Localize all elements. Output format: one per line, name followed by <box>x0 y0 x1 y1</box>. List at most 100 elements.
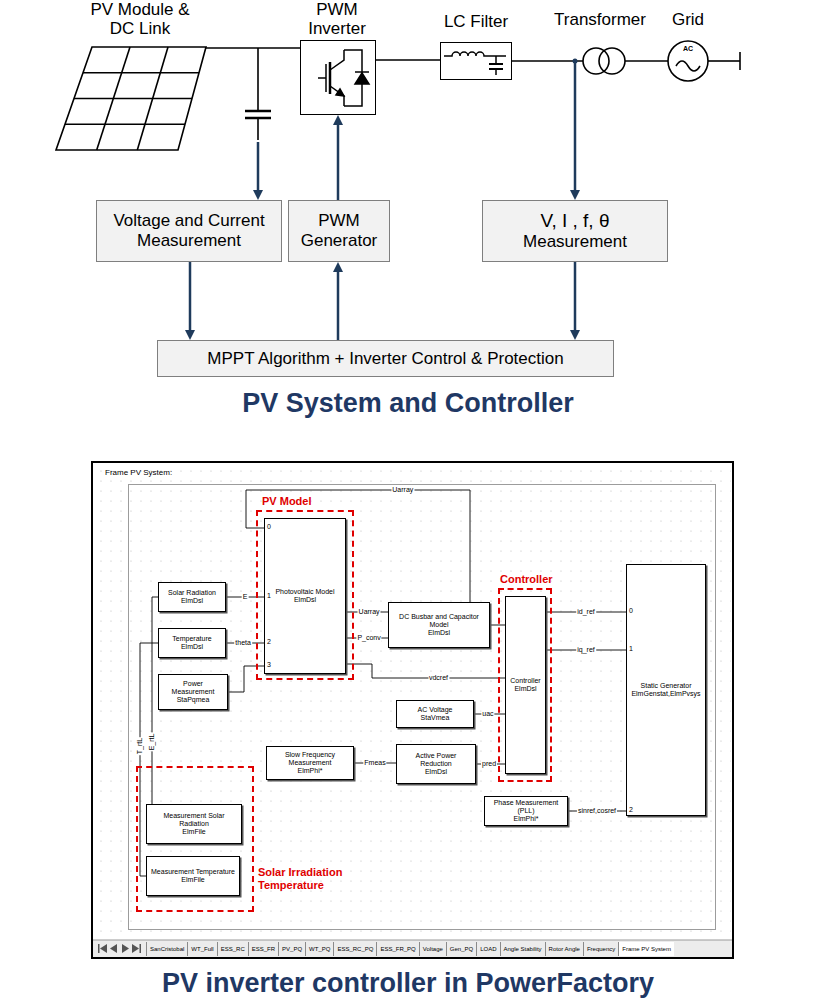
box-sublabel: ElmDsl <box>425 768 447 776</box>
sheet-tab: PV_PQ <box>278 942 305 956</box>
port-number-text: 1 <box>267 592 271 600</box>
software-screenshot <box>92 462 733 958</box>
signal-name: theta <box>234 639 252 647</box>
signal-label: iq_ref <box>576 646 596 654</box>
figure-caption-text: PV inverter controller in PowerFactory <box>0 966 816 1000</box>
box-label: PWM Generator <box>297 211 381 251</box>
group-outline: Solar Irradiation TemperatureMeasurement… <box>136 766 254 912</box>
igbt-symbol <box>330 86 344 106</box>
signal-name: vdcref <box>428 674 449 682</box>
box-label: MPPT Algorithm + Inverter Control & Prot… <box>207 349 563 369</box>
component-label-text: Transformer <box>550 10 650 30</box>
box-sublabel: ElmPhi* <box>298 767 323 775</box>
sheet-tab: Rotor Angle <box>545 942 583 956</box>
signal-label: T_rtL <box>136 736 144 754</box>
pv-panel <box>56 47 206 150</box>
measurement-box: Voltage and Current Measurement <box>96 200 282 262</box>
signal-line <box>346 664 505 678</box>
box-label: Static Generator <box>641 682 692 690</box>
signal-label: E <box>242 593 249 601</box>
signal-name: P_conv <box>356 634 381 642</box>
filter-box: LC Filter <box>440 42 512 80</box>
box-sublabel: ElmPhi* <box>514 815 539 823</box>
model-block: ControllerElmDsl <box>505 596 546 774</box>
box-sublabel: ElmDsl <box>181 597 203 605</box>
signal-name: E <box>242 593 249 601</box>
component-label: Grid <box>663 10 713 30</box>
component-label-text: PWM Inverter <box>297 0 377 38</box>
dc-link-wire <box>245 110 271 113</box>
signal-arrow <box>337 270 340 340</box>
igbt-symbol <box>355 71 369 73</box>
sheet-tab-text: ESS_RC_PQ <box>337 942 373 956</box>
signal-name: E_rtL <box>148 733 156 752</box>
model-block: TemperatureElmDsl <box>158 628 226 658</box>
box-label: Measurement Solar Radiation <box>150 812 238 828</box>
port-number-text: 2 <box>267 638 271 646</box>
signal-label: pred <box>481 760 497 768</box>
sheet-tab: LOAD <box>476 942 499 956</box>
group-outline: ControllerControllerElmDsl <box>498 588 552 782</box>
tab-navigation <box>98 944 100 953</box>
lc-filter-symbol <box>489 63 503 65</box>
box-label: AC Voltage <box>417 706 452 714</box>
model-block: Active Power ReductionElmDsl <box>396 744 476 784</box>
sheet-tab-text: Gen_PQ <box>450 942 473 956</box>
box-label: Voltage and Current Measurement <box>105 211 273 251</box>
grid-wire <box>708 60 740 62</box>
port-number: 2 <box>629 806 633 814</box>
source-symbol-label-text: AC <box>676 45 700 53</box>
box-label: Power Measurement <box>162 680 224 696</box>
sheet-tab: ESS_FR_PQ <box>376 942 418 956</box>
model-block: Phase Measurement (PLL)ElmPhi* <box>484 796 568 826</box>
signal-name: Uarray <box>358 608 381 616</box>
sheet-tab: Gen_PQ <box>446 942 476 956</box>
port-number: 0 <box>267 523 271 531</box>
frame-title-text: Frame PV System: <box>105 468 172 478</box>
sheet-tab: ESS_RC_PQ <box>333 942 376 956</box>
sheet-tab-text: Angle Stability <box>504 942 542 956</box>
signal-label: P_conv <box>356 634 381 642</box>
section-title: PV System and Controller <box>0 386 816 420</box>
port-number-text: 3 <box>267 661 271 669</box>
signal-arrow <box>574 262 577 332</box>
signal-name: sinref,cosref <box>577 807 617 815</box>
group-label-text: PV Model <box>262 495 312 508</box>
control-box: MPPT Algorithm + Inverter Control & Prot… <box>157 340 614 377</box>
sheet-tab-text: ESS_RC <box>221 942 245 956</box>
pv-panel <box>83 72 199 74</box>
connector-group <box>140 60 626 876</box>
igbt-symbol <box>329 62 332 94</box>
component-label: LC Filter <box>426 12 526 31</box>
model-block: Slow Frequency MeasurementElmPhi* <box>266 746 354 780</box>
grid-wire <box>739 52 741 70</box>
box-sublabel: ElmGenstat,ElmPvsys <box>631 690 700 698</box>
component-label-text: PV Module & DC Link <box>86 0 194 38</box>
sheet-tab: Voltage <box>419 942 446 956</box>
model-block: Photovoltaic ModelElmDsl <box>264 518 346 674</box>
signal-name: Uarray <box>391 486 414 494</box>
box-label: Phase Measurement (PLL) <box>488 799 564 815</box>
measurement-box: V, I , f, θMeasurement <box>482 200 668 262</box>
signal-name: uac <box>481 710 494 718</box>
lc-filter-symbol <box>444 52 506 75</box>
sheet-tab-text: ESS_FR_PQ <box>380 942 415 956</box>
model-frame: Frame PV System:PV ModelPhotovoltaic Mod… <box>128 484 716 930</box>
box-sublabel: ElmDsl <box>514 685 536 693</box>
dc-link-wire <box>257 118 259 140</box>
port-number-text: 0 <box>267 523 271 531</box>
tab-navigation <box>110 944 117 953</box>
signal-label: Uarray <box>391 486 414 494</box>
measurement-arrow <box>574 63 577 192</box>
signal-label: theta <box>234 639 252 647</box>
signal-label: Fmeas <box>363 759 386 767</box>
grid-wire <box>512 60 583 62</box>
sheet-tab: ESS_RC <box>217 942 248 956</box>
box-label: V, I , f, θ <box>540 210 609 232</box>
port-number: 0 <box>629 607 633 615</box>
pv-panel <box>74 98 192 100</box>
section-title-text: PV System and Controller <box>0 386 816 420</box>
